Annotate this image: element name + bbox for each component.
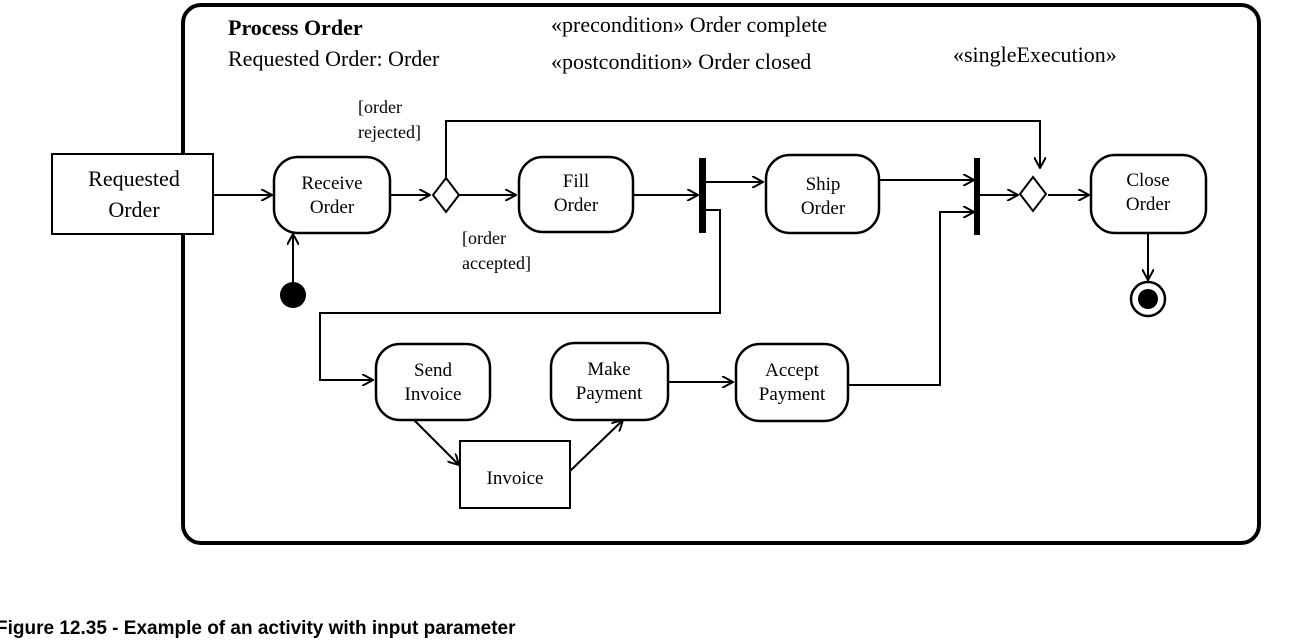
guard-rejected-line1: [order <box>358 97 402 117</box>
action-label-line1: Fill <box>563 171 589 192</box>
action-label-line1: Receive <box>301 173 362 194</box>
invoice-object-node <box>459 440 571 509</box>
edge-fork-to-send-invoice <box>319 209 721 380</box>
control-flows <box>213 120 1148 472</box>
action-label-line2: Payment <box>576 383 643 404</box>
action-make-payment: Make Payment <box>549 341 670 422</box>
action-receive-order: Receive Order <box>272 155 392 235</box>
action-box <box>1089 153 1208 235</box>
activity-name: Process Order <box>228 15 363 40</box>
merge-node <box>1018 175 1048 213</box>
action-ship-order: Ship Order <box>764 153 881 235</box>
precondition: «precondition» Order complete <box>551 12 827 37</box>
action-fill-order: Fill Order <box>517 155 635 234</box>
parameter-node <box>51 153 214 235</box>
decision-node <box>431 176 461 214</box>
action-label-line1: Accept <box>765 360 820 381</box>
action-label-line2: Order <box>1126 194 1171 215</box>
action-label-line1: Make <box>587 359 630 380</box>
action-box <box>549 341 670 422</box>
single-execution: «singleExecution» <box>953 42 1117 67</box>
parameter-node-line1: Requested <box>88 166 180 191</box>
action-send-invoice: Send Invoice <box>374 342 492 422</box>
guard-rejected-line2: rejected] <box>358 122 421 142</box>
initial-node <box>280 282 306 308</box>
edge-invoice-to-make-payment <box>569 420 623 472</box>
invoice-object-label: Invoice <box>487 468 544 489</box>
action-label-line1: Close <box>1126 170 1169 191</box>
activity-frame <box>181 3 1261 545</box>
edge-accept-to-join <box>848 212 974 386</box>
action-label-line2: Invoice <box>405 384 462 405</box>
edge-send-to-invoice <box>411 417 459 465</box>
action-box <box>764 153 881 235</box>
parameter-node-line2: Order <box>108 197 160 222</box>
action-label-line1: Ship <box>806 174 841 195</box>
postcondition: «postcondition» Order closed <box>551 49 811 74</box>
final-node-center <box>1138 289 1158 309</box>
action-label-line2: Order <box>801 198 846 219</box>
edge-rejected-to-merge <box>445 120 1040 180</box>
guard-accepted-line1: [order <box>462 228 506 248</box>
action-box <box>374 342 492 422</box>
action-label-line2: Order <box>554 195 599 216</box>
guard-accepted-line2: accepted] <box>462 253 531 273</box>
activity-parameter: Requested Order: Order <box>228 46 440 71</box>
join-bar <box>974 158 980 235</box>
action-box <box>272 155 392 235</box>
fork-bar <box>699 158 706 233</box>
figure-caption: Figure 12.35 - Example of an activity wi… <box>0 618 516 639</box>
action-label-line2: Order <box>310 197 355 218</box>
action-box <box>734 342 850 423</box>
action-close-order: Close Order <box>1089 153 1208 235</box>
action-label-line2: Payment <box>759 384 826 405</box>
action-box <box>517 155 635 234</box>
action-label-line1: Send <box>414 360 453 381</box>
action-accept-payment: Accept Payment <box>734 342 850 423</box>
